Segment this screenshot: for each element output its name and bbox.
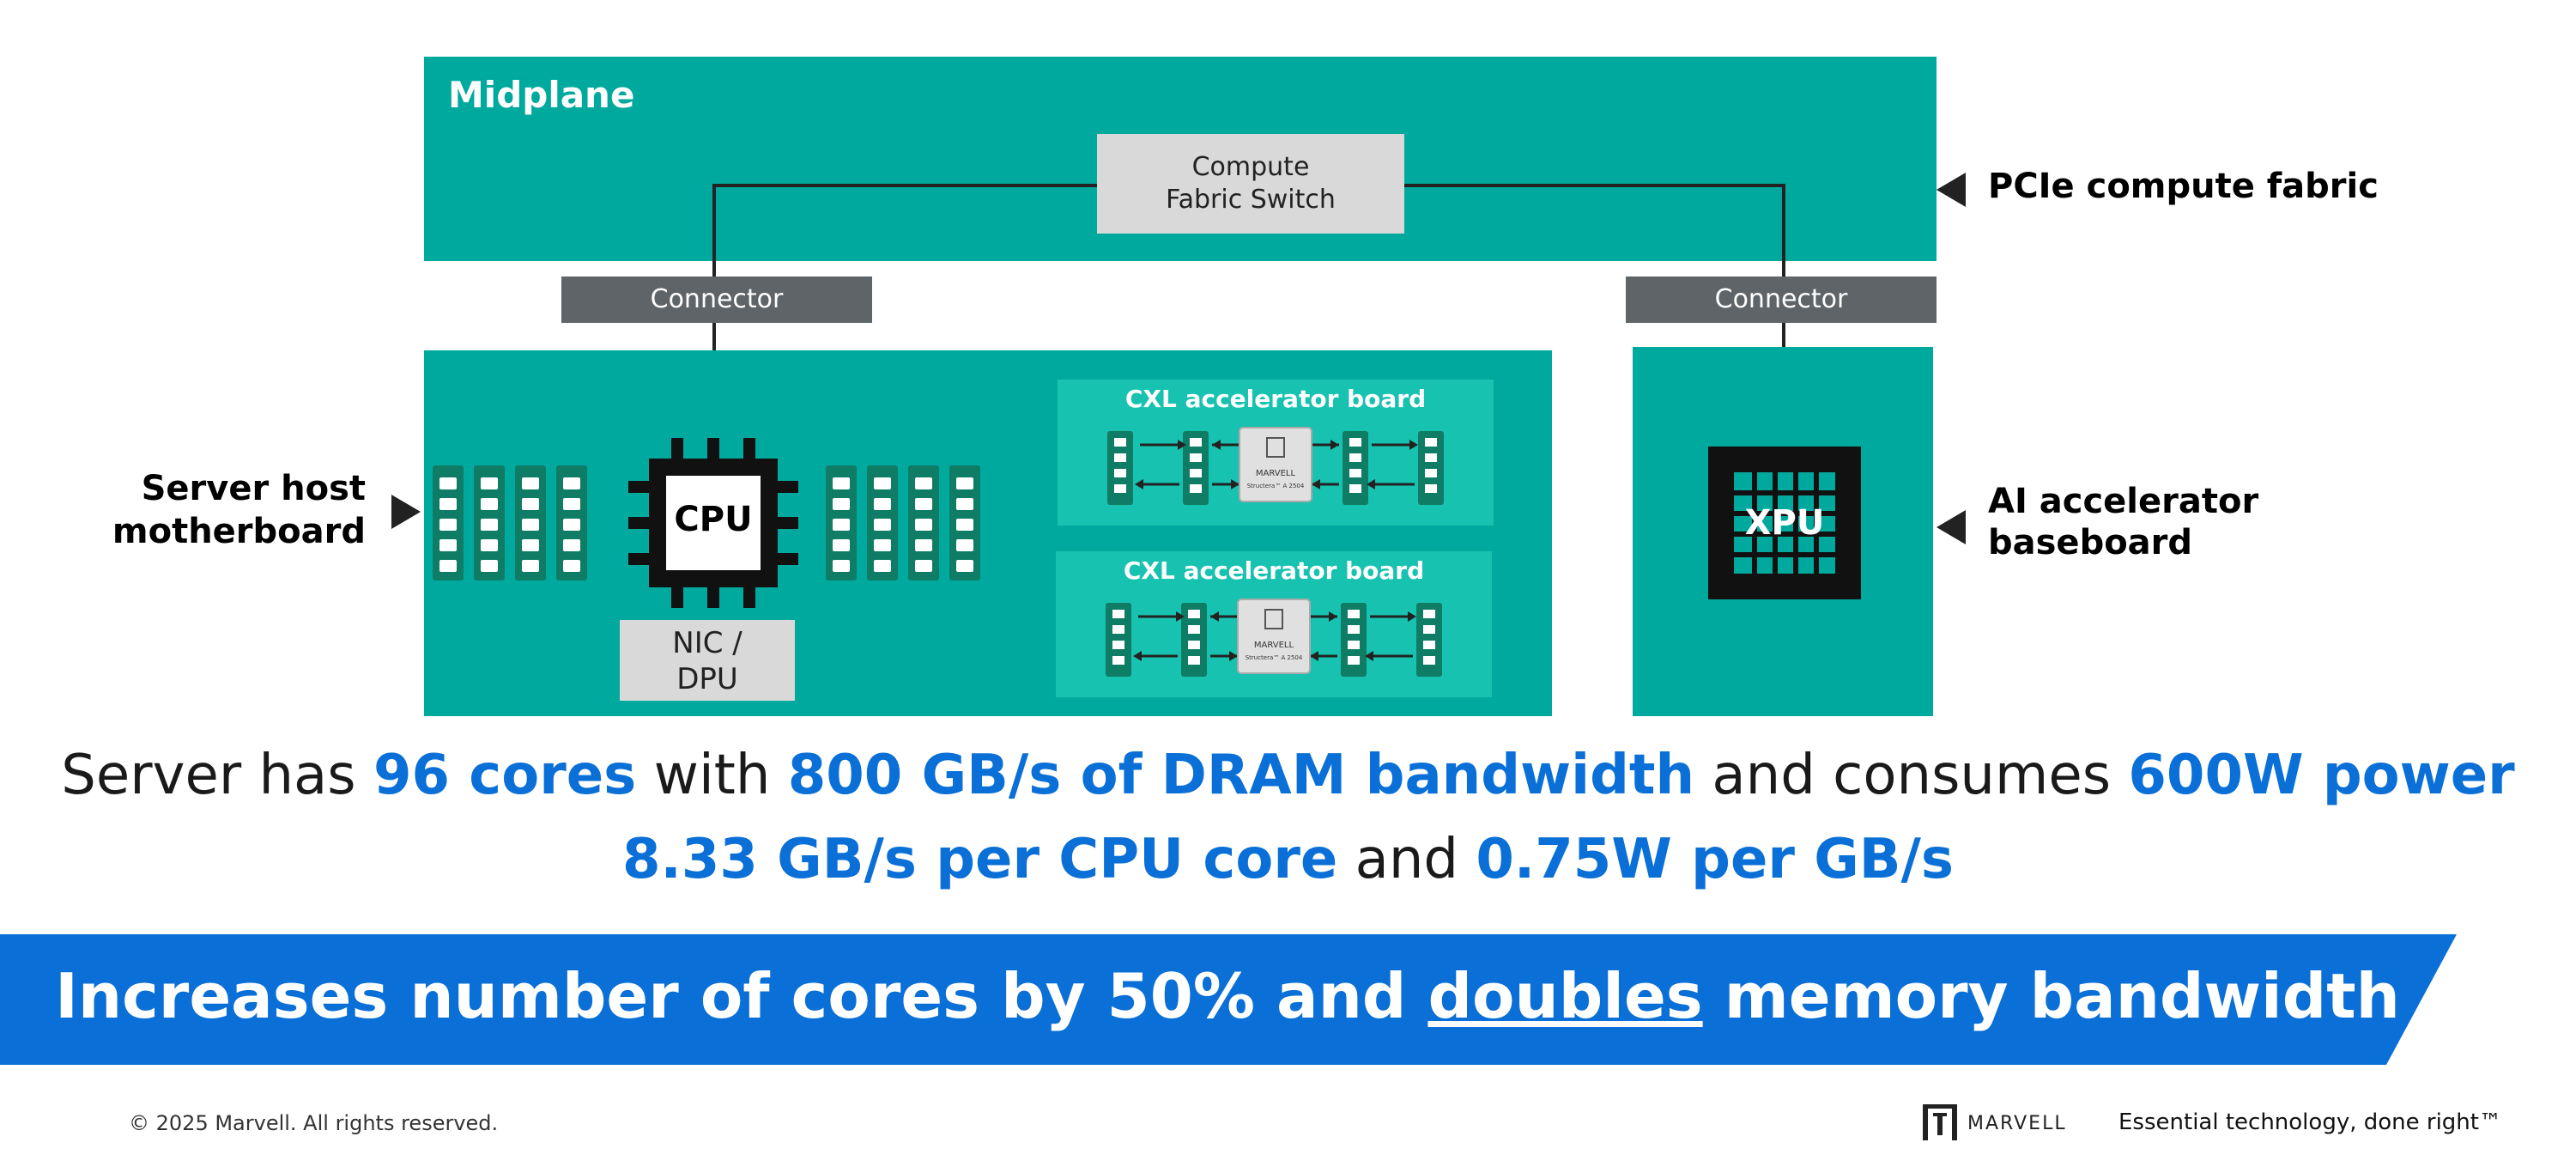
marvell-logo-icon — [1923, 1104, 1957, 1140]
stmt2-text-b: and — [1337, 828, 1476, 891]
stmt1-power: 600W power — [2128, 744, 2515, 807]
banner-background — [0, 934, 2457, 1065]
dimm-icon — [474, 465, 505, 580]
xpu-label: XPU — [1744, 503, 1825, 543]
compute-fabric-switch: Compute Fabric Switch — [1097, 134, 1404, 234]
ai-label-line1: AI accelerator — [1988, 482, 2259, 521]
cxl-board-diagram-icon — [1106, 599, 1442, 677]
dimm-group-right — [826, 465, 980, 580]
stmt1-bandwidth: 800 GB/s of DRAM bandwidth — [787, 744, 1695, 807]
connector-left: Connector — [561, 277, 872, 323]
pcie-arrow-icon — [1937, 173, 1966, 207]
cxl-board-title: CXL accelerator board — [1123, 556, 1425, 585]
ai-label-line2: baseboard — [1988, 523, 2193, 562]
server-label-line2: motherboard — [112, 512, 366, 551]
nic-dpu-box: NIC / DPU — [620, 620, 795, 701]
banner-text-a: Increases number of cores by 50% and — [55, 960, 1428, 1032]
banner-headline: Increases number of cores by 50% and dou… — [0, 960, 2455, 1032]
stmt1-cores: 96 cores — [373, 744, 637, 807]
connector-right: Connector — [1626, 277, 1937, 323]
chip-model-label: Structera™ A 2504 — [1245, 654, 1303, 661]
ai-arrow-icon — [1937, 510, 1966, 544]
cxl-board-diagram-icon — [1107, 427, 1444, 505]
fabric-line-right-h — [1403, 184, 1785, 187]
stmt2-per-gb: 0.75W per GB/s — [1476, 828, 1955, 891]
dimm-icon — [826, 465, 857, 580]
switch-label-line2: Fabric Switch — [1166, 185, 1336, 215]
chip-brand-label: MARVELL — [1255, 469, 1296, 478]
banner-text-c: memory bandwidth — [1702, 960, 2400, 1032]
midplane-title: Midplane — [448, 74, 635, 116]
server-arrow-icon — [391, 495, 421, 529]
cxl-board-title: CXL accelerator board — [1124, 385, 1427, 413]
statement-line-2: 8.33 GB/s per CPU core and 0.75W per GB/… — [0, 828, 2576, 891]
switch-label-line1: Compute — [1191, 152, 1310, 182]
xpu-chip-icon — [1708, 447, 1861, 599]
tagline-text: Essential technology, done right™ — [2118, 1109, 2501, 1135]
banner-doubles: doubles — [1427, 960, 1703, 1032]
dimm-icon — [556, 465, 587, 580]
dimm-group-left — [433, 465, 587, 580]
stmt1-text-e: and consumes — [1694, 744, 2129, 807]
cxl-accelerator-board-1: CXL accelerator board MARVELL Structera™… — [1058, 380, 1494, 526]
dimm-icon — [433, 465, 464, 580]
nic-label-line1: NIC / — [672, 626, 742, 660]
ai-accelerator-label: AI accelerator baseboard — [1988, 481, 2258, 563]
chip-brand-label: MARVELL — [1253, 641, 1294, 650]
dimm-icon — [949, 465, 980, 580]
copyright-text: © 2025 Marvell. All rights reserved. — [129, 1111, 499, 1135]
marvell-brand-text: MARVELL — [1967, 1113, 2067, 1134]
nic-label-line2: DPU — [676, 662, 738, 696]
statement-line-1: Server has 96 cores with 800 GB/s of DRA… — [0, 744, 2576, 807]
cxl-accelerator-board-2: CXL accelerator board MARVELL Structera™… — [1056, 551, 1492, 697]
stmt1-text-c: with — [636, 744, 788, 807]
chip-model-label: Structera™ A 2504 — [1246, 483, 1305, 489]
fabric-line-left-h — [712, 184, 1099, 187]
stmt1-text-a: Server has — [61, 744, 373, 807]
dimm-icon — [515, 465, 546, 580]
dimm-icon — [867, 465, 898, 580]
pcie-compute-fabric-label: PCIe compute fabric — [1988, 167, 2379, 206]
cpu-chip-icon — [628, 438, 798, 608]
server-host-label: Server host motherboard — [103, 467, 366, 553]
stmt2-per-core: 8.33 GB/s per CPU core — [621, 828, 1338, 891]
dimm-icon — [908, 465, 939, 580]
server-label-line1: Server host — [141, 469, 366, 508]
cpu-label: CPU — [674, 500, 753, 539]
